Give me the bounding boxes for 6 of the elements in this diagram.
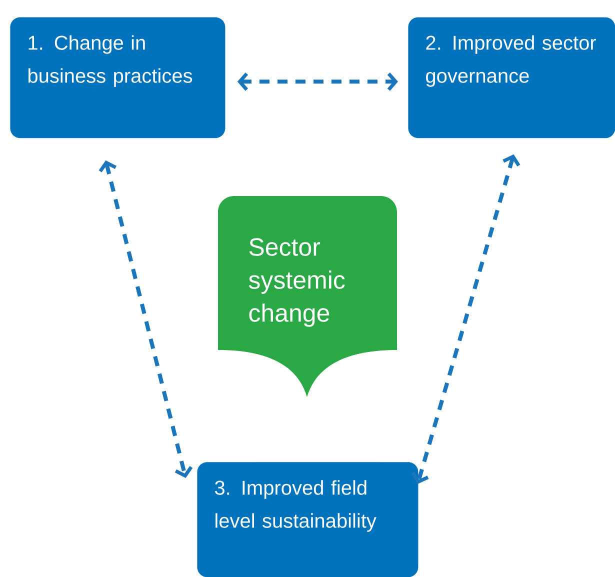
process-box: 1. Change in business practices bbox=[10, 17, 226, 138]
process-box: 2. Improved sector governance bbox=[408, 17, 615, 138]
double-arrow bbox=[237, 72, 398, 91]
process-box: 3. Improved field level sustainability bbox=[197, 462, 418, 577]
double-arrow bbox=[411, 154, 520, 484]
double-arrow bbox=[98, 160, 193, 478]
